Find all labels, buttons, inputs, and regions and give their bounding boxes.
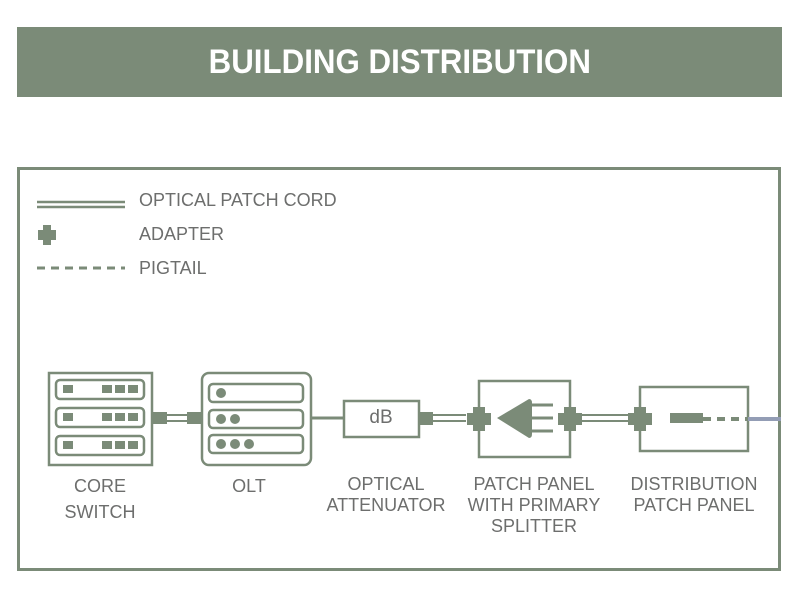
olt-label: OLT xyxy=(196,476,302,497)
olt-icon xyxy=(200,371,313,467)
splitter-panel-icon xyxy=(467,379,582,459)
legend-adapter-cross-icon xyxy=(38,225,56,245)
distribution-panel-icon xyxy=(628,385,750,453)
diagram-frame xyxy=(17,167,781,571)
attenuator-symbol: dB xyxy=(369,407,393,428)
adapter-cross-icon xyxy=(467,407,491,431)
core-switch-icon xyxy=(47,371,154,467)
core-switch-label-line2: SWITCH xyxy=(64,502,136,522)
patch-cord-switch-olt xyxy=(152,412,202,424)
distribution-panel-label-line2: PATCH PANEL xyxy=(633,495,755,515)
splitter-panel-label-line2: WITH PRIMARY xyxy=(467,495,601,515)
splitter-triangle-icon xyxy=(497,399,532,438)
legend-double-line-icon xyxy=(37,200,125,209)
legend-label-patch-cord: OPTICAL PATCH CORD xyxy=(139,190,337,210)
attenuator-label: OPTICAL ATTENUATOR xyxy=(318,474,454,516)
attenuator-label-line2: ATTENUATOR xyxy=(326,495,446,515)
page-title: BUILDING DISTRIBUTION xyxy=(208,42,591,81)
header-banner: BUILDING DISTRIBUTION xyxy=(17,27,782,97)
distribution-panel-label-line1: DISTRIBUTION xyxy=(630,474,758,494)
legend-label-adapter: ADAPTER xyxy=(139,224,225,244)
splitter-panel-label-line1: PATCH PANEL xyxy=(473,474,595,494)
legend-label-pigtail: PIGTAIL xyxy=(139,258,207,278)
core-switch-label-line1: CORE xyxy=(73,476,126,496)
core-switch-label: CORE SWITCH xyxy=(40,476,160,523)
splitter-panel-label-line3: SPLITTER xyxy=(490,516,578,536)
distribution-panel-label: DISTRIBUTION PATCH PANEL xyxy=(620,474,768,516)
adapter-cross-icon xyxy=(628,407,652,431)
patch-cord-splitter-distribution xyxy=(582,414,628,422)
attenuator-label-line1: OPTICAL xyxy=(347,474,425,494)
patch-cord-attenuator-splitter xyxy=(419,412,466,425)
olt-label-line1: OLT xyxy=(232,476,266,496)
attenuator-box-icon xyxy=(342,399,421,439)
adapter-cross-icon xyxy=(558,407,582,431)
splitter-panel-label: PATCH PANEL WITH PRIMARY SPLITTER xyxy=(456,474,612,537)
